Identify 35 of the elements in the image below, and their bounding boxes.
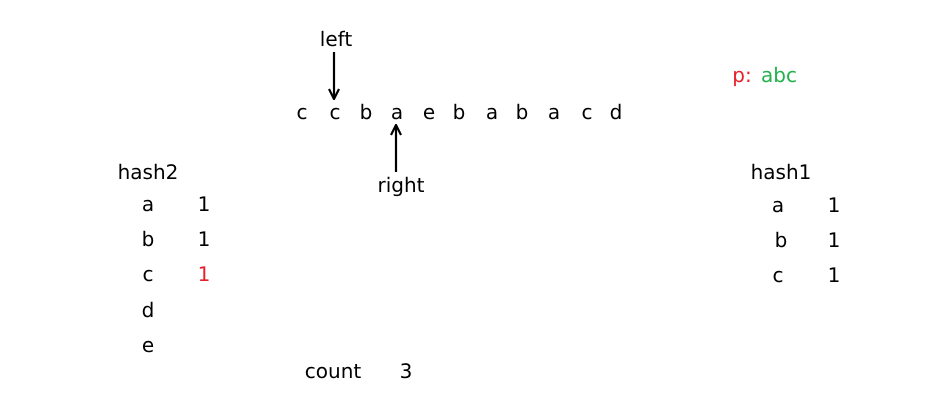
string-character: b [360,102,372,122]
pointer-arrow [328,52,340,100]
pointer-label: left [320,29,352,49]
hash-key: e [142,335,154,355]
count-value: 3 [400,361,412,381]
string-character: c [296,102,308,122]
string-character: a [548,102,560,122]
pointer-label: right [378,175,424,195]
table-title: hash2 [118,162,178,182]
hash-count: 1 [828,230,840,250]
hash-count: 1 [828,265,840,285]
hash-key: b [774,230,788,250]
string-character: a [390,102,404,122]
hash-key: c [142,264,154,284]
count-label: count [304,361,362,381]
pattern-string: abc [761,65,797,85]
string-character: c [582,102,592,122]
table-title: hash1 [750,162,812,182]
hash-count: 1 [198,194,210,214]
hash-count: 1 [198,229,210,249]
hash-key: b [142,229,154,249]
hash-key: c [772,265,784,285]
string-character: b [452,102,466,122]
pointer-arrow [390,124,402,172]
string-character: b [516,102,528,122]
hash-count: 1 [198,264,210,284]
hash-key: a [772,195,784,215]
hash-count: 1 [828,195,840,215]
hash-key: d [142,300,154,320]
string-character: d [610,102,622,122]
string-character: c [330,102,340,122]
hash-key: a [142,194,154,214]
pattern-label: p: [732,65,752,85]
string-character: a [486,102,498,122]
string-character: e [422,102,436,122]
